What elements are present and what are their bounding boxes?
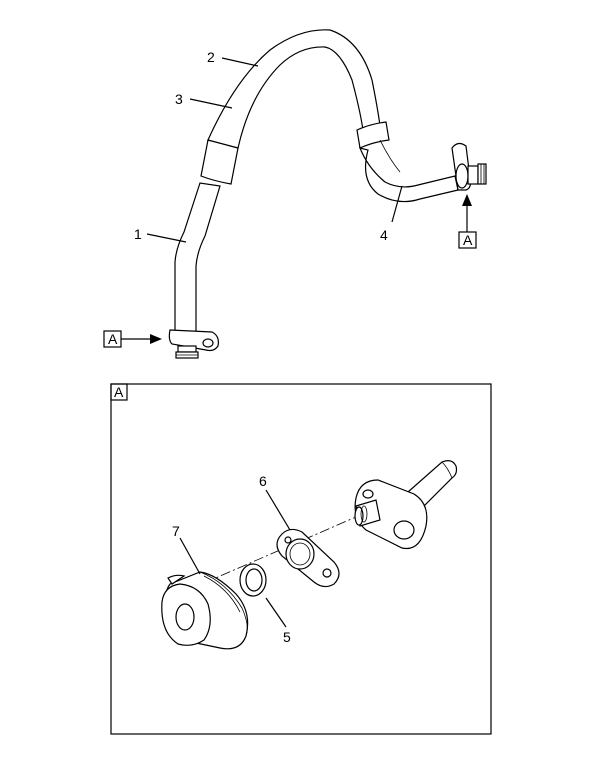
gasket-6 <box>276 528 340 588</box>
centerline <box>187 509 373 591</box>
detail-label: A <box>114 384 124 400</box>
arch-collar <box>356 121 390 149</box>
view-marker-a-right: A <box>458 194 477 249</box>
tube-section-1 <box>174 182 221 333</box>
bottom-fitting <box>168 329 219 359</box>
tube-section-3 <box>207 29 381 149</box>
detail-leaders <box>179 489 291 628</box>
cap-7 <box>161 571 249 650</box>
callout-1: 1 <box>134 226 142 242</box>
svg-text:A: A <box>108 331 118 347</box>
callout-2: 2 <box>207 49 215 65</box>
pipe-assembly <box>168 29 487 359</box>
detail-frame: A <box>110 383 492 735</box>
right-fitting <box>451 142 487 191</box>
callout-4: 4 <box>380 227 388 243</box>
callout-7: 7 <box>172 523 180 539</box>
o-ring-5 <box>239 563 267 597</box>
callout-3: 3 <box>175 91 183 107</box>
callout-6: 6 <box>259 473 267 489</box>
svg-text:A: A <box>463 232 473 248</box>
callout-5: 5 <box>283 629 291 645</box>
detail-pipe-flange <box>354 460 458 550</box>
view-marker-a-left: A <box>103 330 162 348</box>
top-leaders <box>146 57 403 243</box>
tube-section-4 <box>359 147 459 203</box>
